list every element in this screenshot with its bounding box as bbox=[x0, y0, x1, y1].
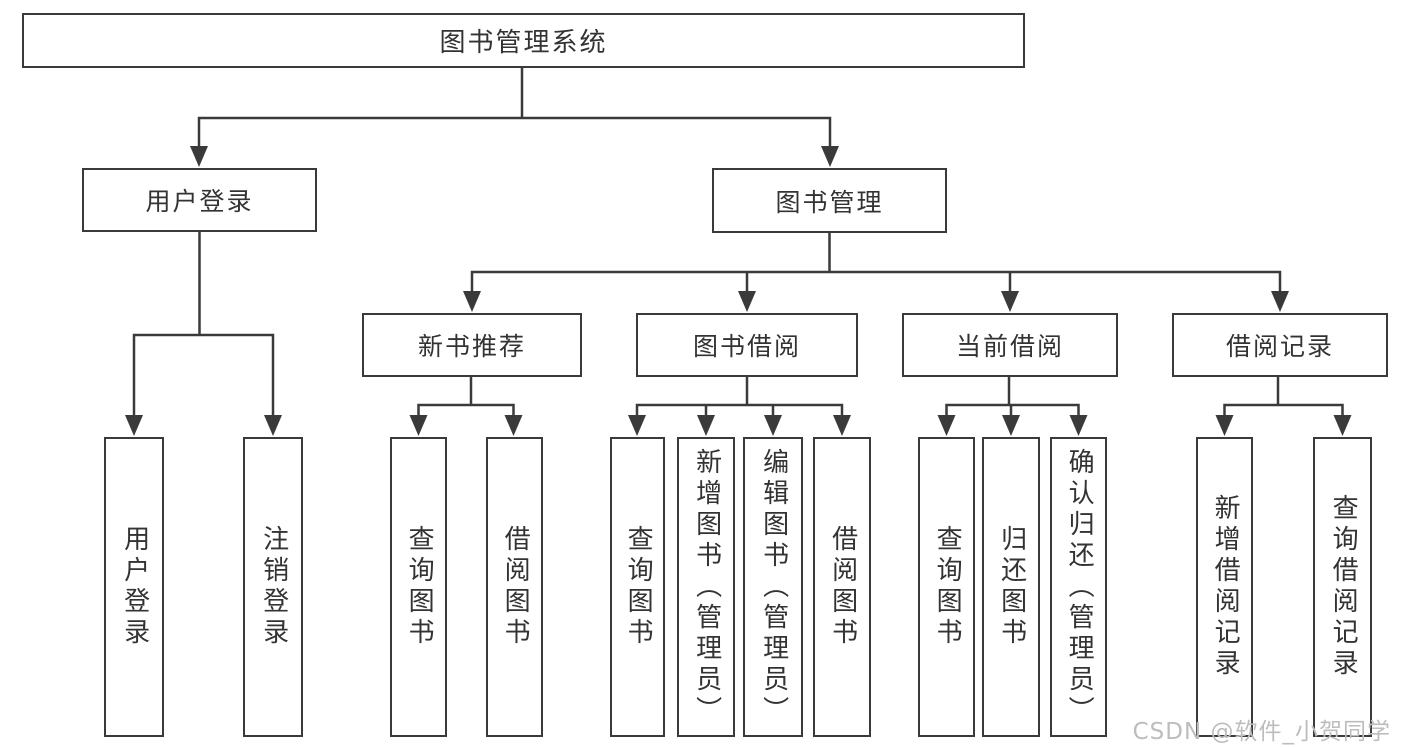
arrowhead-down-icon bbox=[764, 415, 782, 436]
leaf-query-borrow-record: 查询借阅记录 bbox=[1313, 437, 1372, 737]
node-new-book-recommend: 新书推荐 bbox=[362, 313, 582, 377]
watermark-text: CSDN @软件_小贺同学 bbox=[1132, 719, 1391, 745]
node-borrowing-records: 借阅记录 bbox=[1172, 313, 1388, 377]
arrowhead-down-icon bbox=[264, 415, 282, 436]
arrowhead-down-icon bbox=[833, 415, 851, 436]
node-current-borrowing: 当前借阅 bbox=[902, 313, 1118, 377]
leaf-edit-book-admin: 编辑图书（管理员） bbox=[743, 437, 803, 737]
node-book-borrowing: 图书借阅 bbox=[636, 313, 858, 377]
arrowhead-down-icon bbox=[937, 415, 956, 436]
arrowhead-down-icon bbox=[1001, 291, 1019, 312]
connector-book-management-children bbox=[463, 233, 1289, 312]
leaf-return-book: 归还图书 bbox=[982, 437, 1040, 737]
leaf-query-books-borrowing: 查询图书 bbox=[610, 437, 665, 737]
connector-user-login-children bbox=[125, 232, 282, 436]
leaf-borrow-books-borrowing: 借阅图书 bbox=[813, 437, 871, 737]
arrowhead-down-icon bbox=[125, 415, 143, 436]
arrowhead-down-icon bbox=[190, 146, 208, 167]
leaf-add-borrow-record: 新增借阅记录 bbox=[1196, 437, 1253, 737]
leaf-user-login: 用户登录 bbox=[104, 437, 164, 737]
arrowhead-down-icon bbox=[504, 415, 523, 436]
arrowhead-down-icon bbox=[628, 415, 646, 436]
arrowhead-down-icon bbox=[821, 146, 839, 167]
arrowhead-down-icon bbox=[463, 291, 481, 312]
arrowhead-down-icon bbox=[1069, 415, 1088, 436]
arrowhead-down-icon bbox=[1002, 415, 1020, 436]
leaf-borrow-books-recommend: 借阅图书 bbox=[486, 437, 543, 737]
leaf-query-books-current: 查询图书 bbox=[918, 437, 975, 737]
arrowhead-down-icon bbox=[697, 415, 715, 436]
node-book-management: 图书管理 bbox=[712, 168, 947, 233]
arrowhead-down-icon bbox=[1333, 415, 1352, 436]
leaf-confirm-return-admin: 确认归还（管理员） bbox=[1050, 437, 1107, 737]
arrowhead-down-icon bbox=[1271, 291, 1289, 312]
connector-current-borrowing-children bbox=[937, 377, 1088, 436]
leaf-logout-login: 注销登录 bbox=[243, 437, 303, 737]
node-user-login: 用户登录 bbox=[82, 168, 317, 232]
connector-book-borrowing-children bbox=[628, 377, 851, 436]
leaf-add-book-admin: 新增图书（管理员） bbox=[677, 437, 735, 737]
arrowhead-down-icon bbox=[738, 291, 756, 312]
arrowhead-down-icon bbox=[409, 415, 428, 436]
connector-borrowing-records-children bbox=[1215, 377, 1352, 436]
connector-new-book-recommend-children bbox=[409, 377, 523, 436]
connector-root-to-level2 bbox=[190, 68, 839, 167]
arrowhead-down-icon bbox=[1215, 415, 1234, 436]
node-library-management-system: 图书管理系统 bbox=[22, 13, 1025, 68]
leaf-query-books-recommend: 查询图书 bbox=[390, 437, 447, 737]
